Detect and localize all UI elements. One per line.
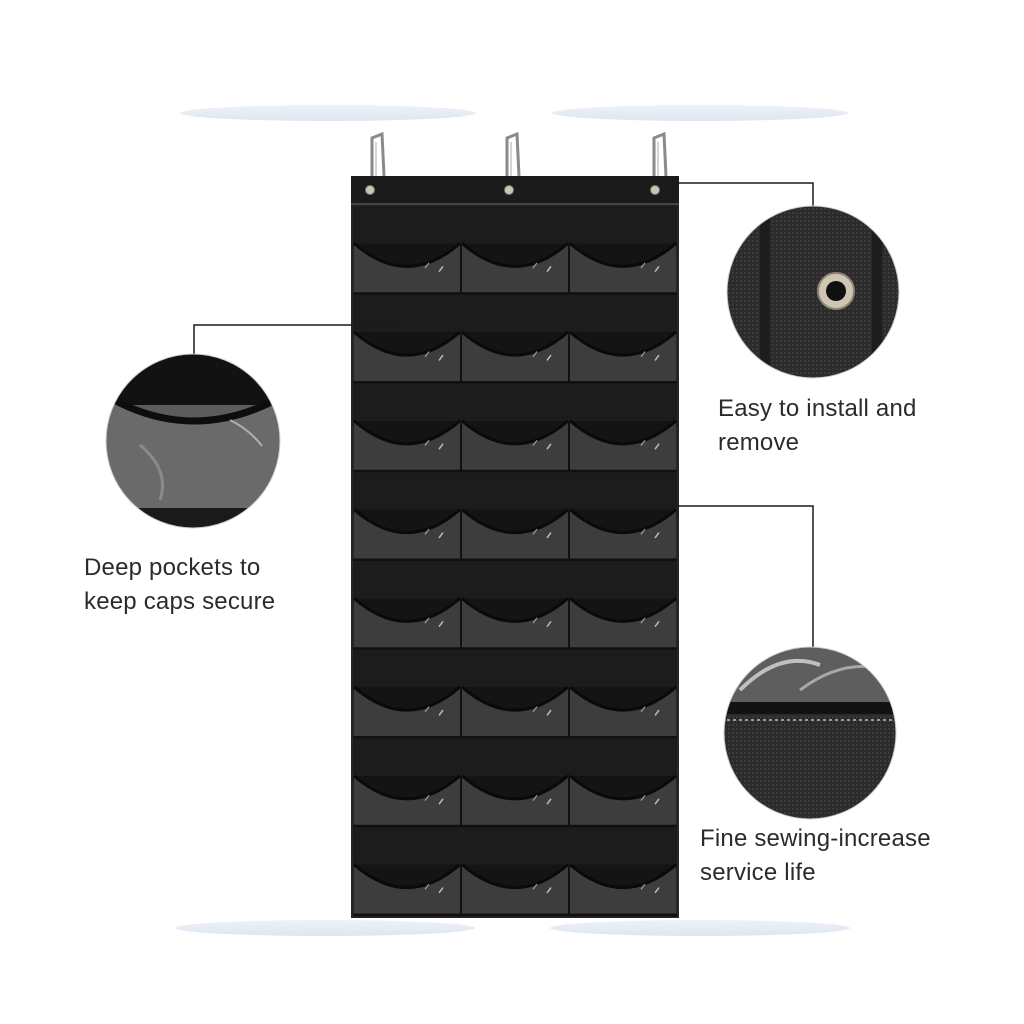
door-bottom-right [550,920,850,936]
pocket [568,597,677,650]
leader-line-pockets [193,324,404,355]
pocket [568,685,677,739]
door-top-right [552,105,848,121]
pocket-row [353,206,677,296]
pocket-row [353,294,677,384]
pocket [460,242,569,295]
hook [370,131,386,177]
pocket [353,242,461,293]
caption-sewing-line2: service life [700,859,816,886]
pocket [353,685,461,737]
grommet [365,185,375,195]
pocket [460,508,569,561]
pocket-row [353,383,677,473]
pocket-row [353,738,677,828]
closeup-stitching [724,647,896,819]
pocket [460,685,569,739]
pocket [353,330,461,382]
pocket [353,863,461,915]
grommet [504,185,514,195]
pocket [353,508,461,560]
pocket [568,330,677,384]
caption-install-line1: Easy to install and [718,395,917,422]
pocket [568,419,677,473]
caption-install: Easy to install and remove [718,392,917,460]
pocket-row [353,472,677,562]
closeup-pocket [106,354,280,528]
grommet [650,185,660,195]
pocket [353,597,461,648]
caption-sewing: Fine sewing-increase service life [700,822,931,890]
leader-line-install [612,182,814,207]
pocket [460,774,569,828]
leader-line-sewing [631,505,814,648]
door-bottom-left [175,920,475,936]
over-door-hooks [370,131,668,177]
caption-pockets: Deep pockets to keep caps secure [84,551,275,619]
caption-pockets-line2: keep caps secure [84,588,276,615]
closeup-grommet [727,206,899,378]
pocket [460,330,569,384]
pocket [460,597,569,650]
pocket [460,863,569,916]
pocket [353,774,461,826]
hook [505,131,521,177]
pocket-row [353,561,677,651]
pocket-grid [353,206,677,917]
organizer-top-band [351,176,679,204]
door-top-left [180,105,476,121]
pocket [460,419,569,473]
top-grommets [365,185,660,195]
pocket [568,774,677,828]
hook [652,131,668,177]
caption-pockets-line1: Deep pockets to [84,554,261,581]
pocket [568,242,677,295]
pocket-row [353,649,677,739]
pocket-row [353,827,677,917]
caption-install-line2: remove [718,429,800,456]
pocket [353,419,461,471]
pocket [568,508,677,561]
pocket [568,863,677,916]
caption-sewing-line1: Fine sewing-increase [700,825,931,852]
